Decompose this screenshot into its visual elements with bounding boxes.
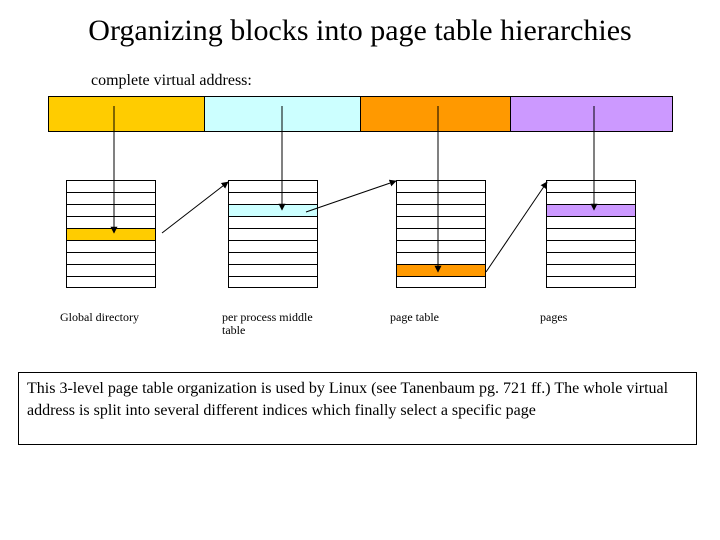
global-directory-entry — [67, 229, 155, 240]
label-middle-table: per process middle table — [222, 310, 313, 337]
middle-table — [228, 180, 318, 288]
arrow-table-to-pages — [485, 181, 548, 273]
description-box: This 3-level page table organization is … — [18, 372, 697, 445]
arrow-global-to-middle — [161, 181, 229, 234]
label-pages: pages — [540, 310, 568, 324]
label-page-table: page table — [390, 310, 439, 324]
address-segment-global — [49, 97, 205, 131]
middle-table-entry — [229, 205, 317, 216]
label-global-directory: Global directory — [60, 310, 139, 324]
global-directory-table — [66, 180, 156, 288]
virtual-address-bar — [48, 96, 673, 132]
page-title: Organizing blocks into page table hierar… — [88, 14, 632, 47]
virtual-address-label: complete virtual address: — [91, 72, 252, 89]
address-segment-middle — [205, 97, 361, 131]
address-segment-offset — [511, 97, 672, 131]
address-segment-table — [361, 97, 511, 131]
arrow-middle-to-table — [305, 179, 397, 213]
